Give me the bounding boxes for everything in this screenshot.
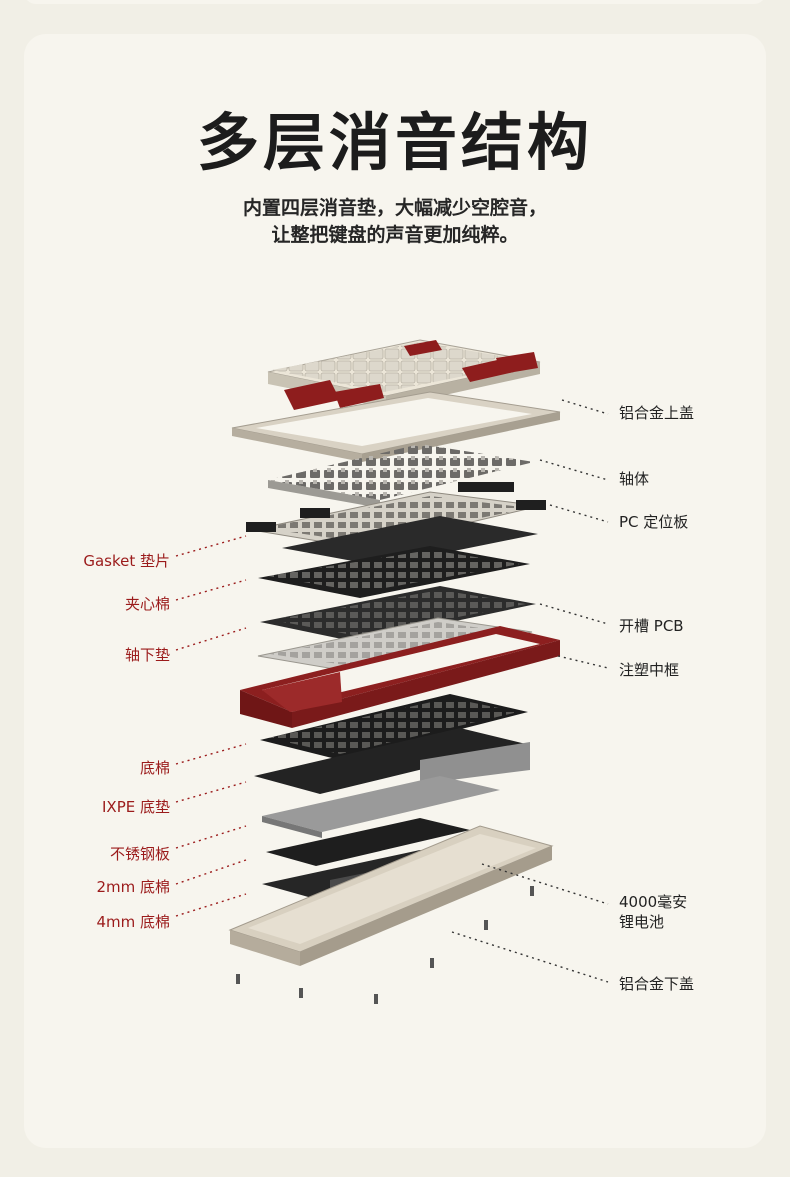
switch-pad-layer (260, 586, 536, 642)
label-bottom-case: 铝合金下盖 (619, 975, 695, 993)
screws (236, 886, 534, 1004)
top-card-edge (24, 0, 766, 4)
gasket-piece (516, 500, 546, 510)
foam-2mm-layer (266, 818, 470, 866)
label-top-case: 铝合金上盖 (619, 404, 695, 422)
label-pc-plate: PC 定位板 (619, 513, 689, 531)
pcb-layer (257, 617, 533, 673)
gasket-piece (246, 522, 276, 532)
label-sandwich-foam: 夹心棉 (124, 595, 170, 613)
ixpe-layer (254, 728, 530, 794)
label-switch-pad: 轴下垫 (124, 646, 170, 664)
label-switches: 轴体 (619, 470, 650, 488)
subtitle-line-2: 让整把键盘的声音更加纯粹。 (271, 224, 519, 246)
gasket-piece (300, 508, 330, 518)
steel-plate-layer (262, 776, 500, 838)
gasket-piece (458, 482, 514, 492)
bottom-case-layer (228, 825, 554, 966)
switch-layer (268, 444, 534, 508)
page-title: 多层消音结构 (196, 106, 593, 179)
label-battery-line-1: 4000毫安 (619, 893, 688, 911)
label-gasket: Gasket 垫片 (83, 552, 170, 570)
label-foam-2mm: 2mm 底棉 (96, 878, 170, 896)
middle-frame-layer (240, 626, 560, 728)
left-leader-lines (175, 535, 247, 917)
sandwich-foam-layer (258, 516, 538, 598)
label-battery-line-2: 锂电池 (619, 913, 665, 931)
label-middle-frame: 注塑中框 (619, 661, 680, 679)
subtitle-line-1: 内置四层消音垫，大幅减少空腔音， (242, 197, 547, 219)
label-pcb: 开槽 PCB (619, 617, 684, 635)
label-steel-plate: 不锈钢板 (109, 845, 170, 863)
right-leader-lines (451, 399, 609, 983)
bottom-foam-layer (260, 694, 528, 760)
label-ixpe: IXPE 底垫 (102, 798, 170, 816)
label-foam-4mm: 4mm 底棉 (96, 913, 170, 931)
label-bottom-foam: 底棉 (139, 759, 170, 777)
